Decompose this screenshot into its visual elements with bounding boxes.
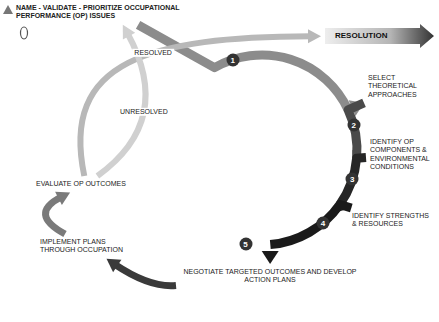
connector [262,205,352,265]
connector-line [80,36,311,176]
stage-text: IDENTIFY STRENGTHS & RESOURCES [352,212,432,229]
edge-label: UNRESOLVED [118,107,170,115]
connector-line [270,205,351,245]
arrowhead [107,259,122,273]
connector [97,25,145,176]
stage-label: EVALUATE OP OUTCOMES [36,180,136,188]
callout-number: 3 [346,173,359,186]
stage-text: IDENTIFY OP COMPONENTS & ENVIRONMENTAL C… [370,138,434,172]
arrowhead [262,251,279,264]
callout-number: 4 [317,216,330,229]
arrowhead [308,29,321,43]
callout-number: 2 [347,119,360,132]
connector [45,192,70,234]
stage-label: IDENTIFY OP COMPONENTS & ENVIRONMENTAL C… [370,138,434,172]
stage-text: SELECT THEORETICAL APPROACHES [368,74,434,99]
stage-text: IMPLEMENT PLANS THROUGH OCCUPATION [40,238,136,255]
callout-number: 1 [226,53,239,66]
connector [80,29,321,176]
callout-number: 5 [239,237,252,250]
stage-label: RESOLUTION [325,24,387,48]
stage-icon [3,5,13,14]
arrowhead [55,192,70,205]
connector-line [115,264,176,285]
stage-text: NAME - VALIDATE - PRIORITIZE OCCUPATIONA… [16,4,216,21]
arrowhead [123,25,135,40]
stage-label: SELECT THEORETICAL APPROACHES [368,74,434,99]
connector-line [340,158,366,205]
resolution-arrow: RESOLUTION [325,24,434,48]
stage-label: NEGOTIATE TARGETED OUTCOMES AND DEVELOP … [180,268,360,285]
stage-text: EVALUATE OP OUTCOMES [36,180,136,188]
stage-label: IMPLEMENT PLANS THROUGH OCCUPATION [40,238,136,255]
stage-label: IDENTIFY STRENGTHS & RESOURCES [352,212,432,229]
stage-label: NAME - VALIDATE - PRIORITIZE OCCUPATIONA… [16,4,216,21]
issue-icon [21,27,28,39]
connector [107,259,177,286]
connector-line [348,103,364,158]
arrow-body [325,24,434,48]
stage-text: NEGOTIATE TARGETED OUTCOMES AND DEVELOP … [180,268,360,285]
edge-label: RESOLVED [132,49,174,57]
